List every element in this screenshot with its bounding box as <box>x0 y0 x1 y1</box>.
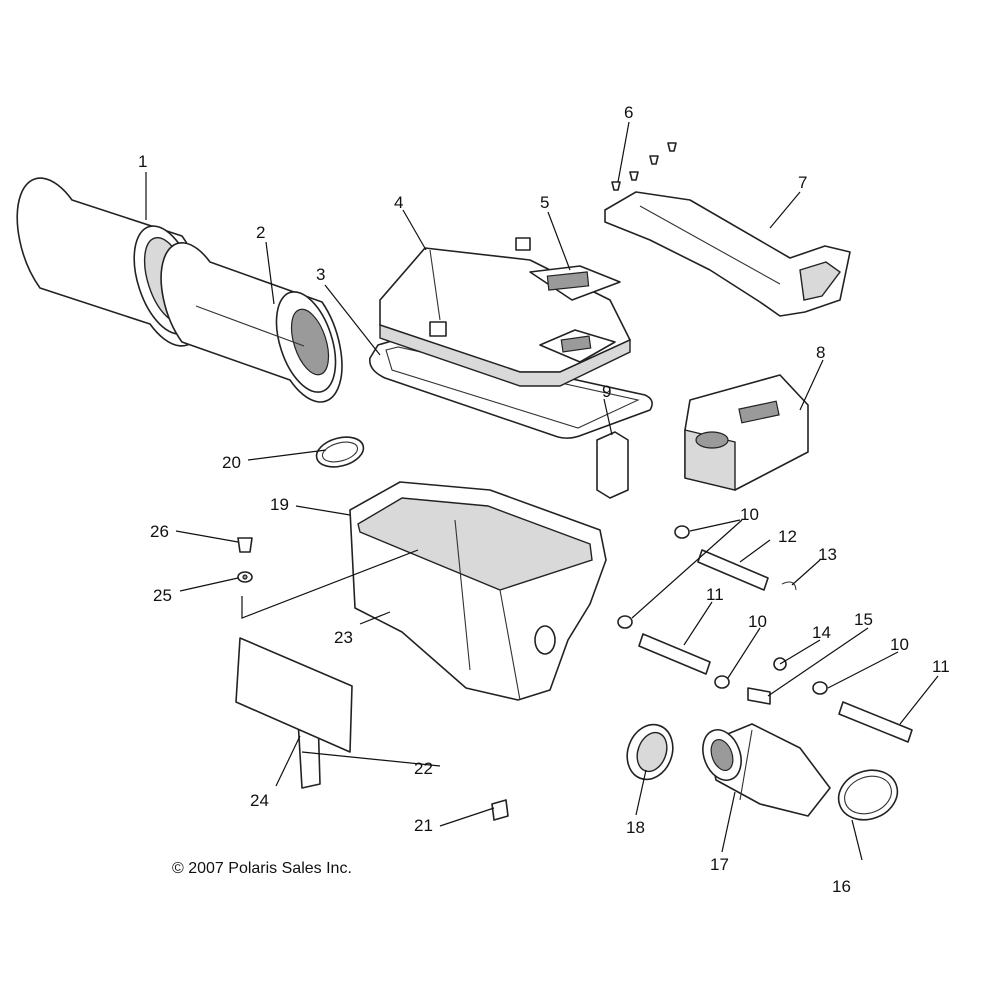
part-20-hose-clamp <box>315 436 365 468</box>
callout-11a: 11 <box>706 585 724 604</box>
callout-1: 1 <box>138 152 147 171</box>
callout-15: 15 <box>854 610 873 629</box>
part-23-airbox-housing <box>349 481 607 701</box>
callout-2: 2 <box>256 223 265 242</box>
part-18-coupler-ring <box>626 723 674 781</box>
leader-lines <box>145 121 939 861</box>
part-11-12-hoses <box>638 549 913 743</box>
part-16-clamp <box>837 769 899 821</box>
callout-18: 18 <box>626 818 645 837</box>
part-7-intake-duct <box>604 191 851 317</box>
callout-12: 12 <box>778 527 797 546</box>
copyright-notice: © 2007 Polaris Sales Inc. <box>172 860 352 877</box>
part-17-intake-boot <box>702 723 831 817</box>
part-9-foam-strip <box>596 431 629 499</box>
callout-4: 4 <box>394 193 403 212</box>
part-10-caps <box>617 525 828 695</box>
part-3-gasket <box>368 339 653 439</box>
callout-3: 3 <box>316 265 325 284</box>
part-8-foam-block <box>684 374 809 491</box>
callout-25: 25 <box>153 586 172 605</box>
part-13-14-15-fittings <box>747 581 797 705</box>
callout-numbers: 1 2 3 4 5 6 7 8 9 10 10 10 10 11 11 12 1… <box>138 103 950 896</box>
callout-26: 26 <box>150 522 169 541</box>
callout-21: 21 <box>414 816 433 835</box>
callout-24: 24 <box>250 791 269 810</box>
part-2-air-filter <box>160 242 343 403</box>
callout-5: 5 <box>540 193 549 212</box>
callout-14: 14 <box>812 623 831 642</box>
callout-6: 6 <box>624 103 633 122</box>
callout-22: 22 <box>414 759 433 778</box>
callout-10b: 10 <box>748 612 767 631</box>
callout-10a: 10 <box>740 505 759 524</box>
part-24-label-sheet <box>235 637 353 753</box>
callout-13: 13 <box>818 545 837 564</box>
callout-23: 23 <box>334 628 353 647</box>
part-25-26-fasteners <box>237 537 253 583</box>
callout-19: 19 <box>270 495 289 514</box>
callout-10c: 10 <box>890 635 909 654</box>
callout-17: 17 <box>710 855 729 874</box>
part-6-screws <box>611 142 677 191</box>
callout-20: 20 <box>222 453 241 472</box>
callout-16: 16 <box>832 877 851 896</box>
callout-7: 7 <box>798 173 807 192</box>
callout-11b: 11 <box>932 657 950 676</box>
callout-8: 8 <box>816 343 825 362</box>
part-5-lid-port <box>529 265 621 363</box>
callout-9: 9 <box>602 382 611 401</box>
